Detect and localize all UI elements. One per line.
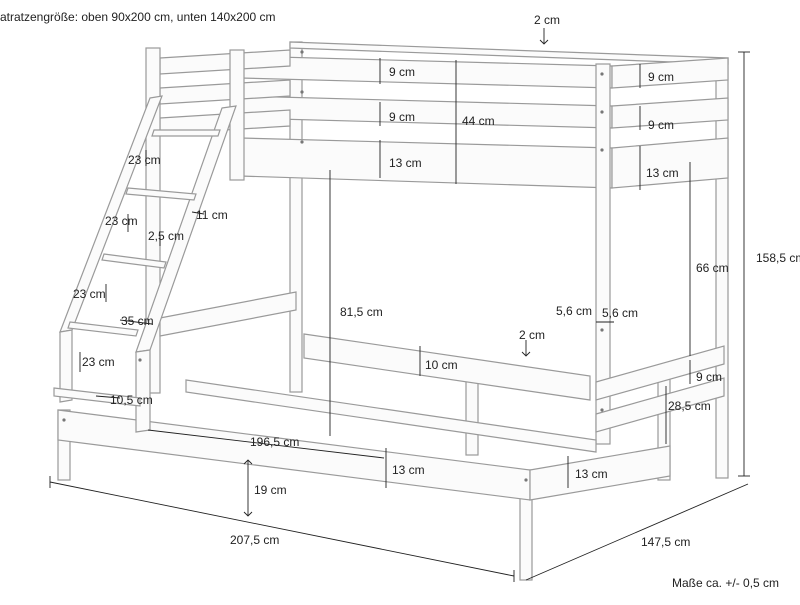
clearance-label: 81,5 cm — [340, 305, 383, 319]
ladder-rail-lower-back — [59, 329, 73, 403]
ladder-step-3-label: 23 cm — [73, 287, 106, 301]
rung-thickness-label: 2,5 cm — [148, 229, 184, 243]
bed-frame — [53, 41, 729, 581]
gap-66-label: 66 cm — [696, 261, 729, 275]
back-left-post — [289, 41, 303, 393]
total-length-label: 207,5 cm — [230, 533, 279, 547]
frame-side-label: 13 cm — [575, 467, 608, 481]
lower-end-board-1 — [595, 345, 725, 401]
ladder-rail-lower — [135, 349, 151, 433]
end-side-board — [611, 137, 729, 189]
post-b-label: 5,6 cm — [602, 306, 638, 320]
ladder-step-2-label: 23 cm — [105, 214, 138, 228]
frame-front-label: 13 cm — [392, 463, 425, 477]
ladder-rung-2 — [125, 187, 197, 201]
top-gap-label: 2 cm — [534, 13, 560, 27]
ladder-rung-5 — [53, 387, 141, 407]
total-height-label: 158,5 cm — [756, 251, 800, 265]
bottom-gap-label: 2 cm — [519, 328, 545, 342]
floor-gap-label: 19 cm — [254, 483, 287, 497]
ladder-platform-label: 35 cm — [121, 314, 154, 328]
guard-height-label: 44 cm — [462, 114, 495, 128]
ladder-rung-1 — [151, 129, 221, 137]
lower-end-board-2 — [595, 377, 725, 433]
ladder-step-1-label: 23 cm — [128, 153, 161, 167]
ladder-base-label: 10,5 cm — [110, 393, 153, 407]
rail-low-right-label: 13 cm — [646, 166, 679, 180]
lower-rail-right-label: 9 cm — [696, 370, 722, 384]
dimension-lines — [49, 28, 750, 582]
front-right-post — [595, 63, 611, 445]
lower-inner-rail — [185, 379, 597, 453]
post-a-label: 5,6 cm — [556, 304, 592, 318]
ladder-rung-3 — [101, 253, 167, 269]
ladder — [53, 95, 237, 433]
rung-width-label: 11 cm — [196, 208, 228, 222]
tolerance-note: Maße ca. +/- 0,5 cm — [672, 576, 780, 590]
rail-low-left-label: 13 cm — [389, 156, 422, 170]
slat-rail-label: 10 cm — [425, 358, 458, 372]
end-guard-board-1 — [611, 57, 729, 89]
rail-mid-left-label: 9 cm — [389, 110, 415, 124]
dimension-labels: 2 cm 9 cm 9 cm 13 cm 44 cm 9 cm 9 cm 13 … — [73, 13, 800, 549]
total-width-label: 147,5 cm — [641, 535, 690, 549]
ladder-step-4-label: 23 cm — [82, 355, 115, 369]
end-guard-board-2 — [611, 97, 729, 129]
rail-upper-right-label: 9 cm — [648, 70, 674, 84]
rail-upper-left-label: 9 cm — [389, 65, 415, 79]
lower-side-board — [529, 445, 671, 501]
inner-length-label: 196,5 cm — [250, 435, 299, 449]
lower-guard-label: 28,5 cm — [668, 399, 711, 413]
rail-mid-right-label: 9 cm — [648, 118, 674, 132]
ladder-rung-4 — [67, 321, 139, 337]
slat-rail-back — [303, 333, 591, 401]
lower-head-board — [159, 291, 297, 337]
mattress-size-note: atratzengröße: oben 90x200 cm, unten 140… — [0, 10, 276, 24]
